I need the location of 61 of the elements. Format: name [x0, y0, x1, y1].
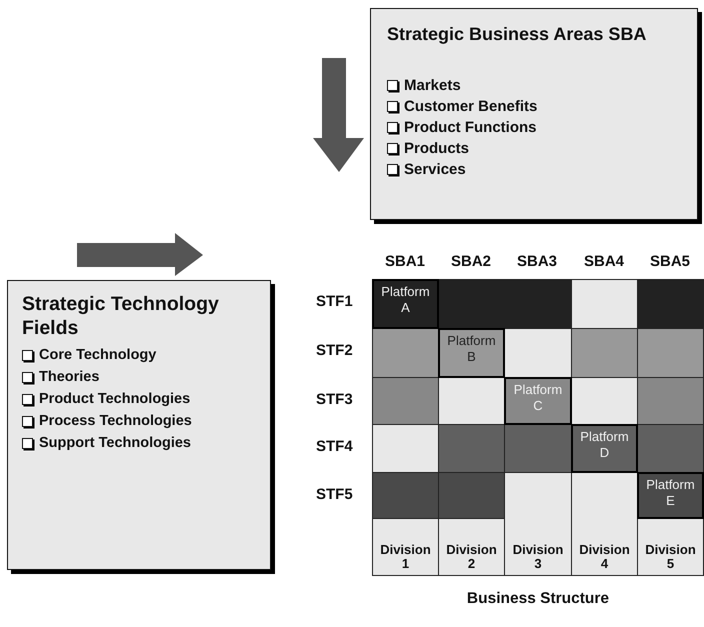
division-label: Division 1	[379, 543, 432, 571]
column-header: SBA5	[650, 253, 690, 270]
list-item: Customer Benefits	[404, 98, 538, 115]
division-cell	[571, 472, 638, 576]
axis-title: Business Structure	[466, 590, 610, 608]
column-header: SBA4	[584, 253, 624, 270]
platform-cell	[504, 377, 572, 425]
platform-cell	[571, 424, 638, 473]
matrix-cell	[571, 377, 638, 425]
division-label: Division 5	[644, 543, 697, 571]
list-item: Process Technologies	[39, 413, 192, 429]
division-cell	[372, 518, 439, 576]
list-item: Core Technology	[39, 347, 156, 363]
platform-label: Platform B	[446, 333, 497, 366]
matrix-cell	[504, 328, 572, 378]
matrix-cell	[571, 328, 638, 378]
platform-cell	[637, 472, 704, 519]
matrix-cell	[438, 472, 505, 519]
matrix-cell	[504, 424, 572, 473]
division-cell	[637, 518, 704, 576]
matrix-cell	[372, 472, 439, 519]
matrix-cell	[504, 279, 572, 329]
column-header: SBA3	[517, 253, 557, 270]
list-item: Product Technologies	[39, 391, 190, 407]
division-cell	[504, 472, 572, 576]
division-label: Division 4	[578, 543, 631, 571]
matrix-cell	[372, 328, 439, 378]
list-item: Markets	[404, 77, 461, 94]
row-header: STF1	[316, 293, 353, 310]
platform-label: Platform C	[512, 382, 564, 415]
row-header: STF3	[316, 391, 353, 408]
matrix-cell	[438, 279, 505, 329]
matrix-cell	[571, 279, 638, 329]
division-cell	[438, 518, 505, 576]
list-item: Products	[404, 140, 470, 157]
platform-label: Platform E	[645, 477, 696, 510]
matrix-cell	[637, 377, 704, 425]
row-header: STF5	[316, 486, 353, 503]
matrix-cell	[637, 328, 704, 378]
platform-cell	[372, 279, 439, 329]
list-item: Theories	[39, 369, 100, 385]
platform-label: Platform D	[579, 429, 630, 462]
list-item: Services	[404, 161, 466, 178]
division-label: Division 2	[445, 543, 498, 571]
row-header: STF2	[316, 342, 353, 359]
platform-cell	[438, 328, 505, 378]
matrix-cell	[372, 377, 439, 425]
column-header: SBA2	[451, 253, 491, 270]
panel-heading: Strategic Technology Fields	[22, 293, 220, 340]
matrix-cell	[372, 424, 439, 473]
matrix-cell	[637, 279, 704, 329]
list-item: Product Functions	[404, 119, 536, 136]
matrix-cell	[438, 377, 505, 425]
matrix-cell	[438, 424, 505, 473]
matrix-cell	[637, 424, 704, 473]
division-label: Division 3	[512, 543, 564, 571]
list-item: Support Technologies	[39, 435, 191, 451]
panel-heading: Strategic Business Areas SBA	[387, 23, 648, 45]
row-header: STF4	[316, 438, 353, 455]
platform-label: Platform A	[380, 284, 431, 317]
column-header: SBA1	[385, 253, 425, 270]
